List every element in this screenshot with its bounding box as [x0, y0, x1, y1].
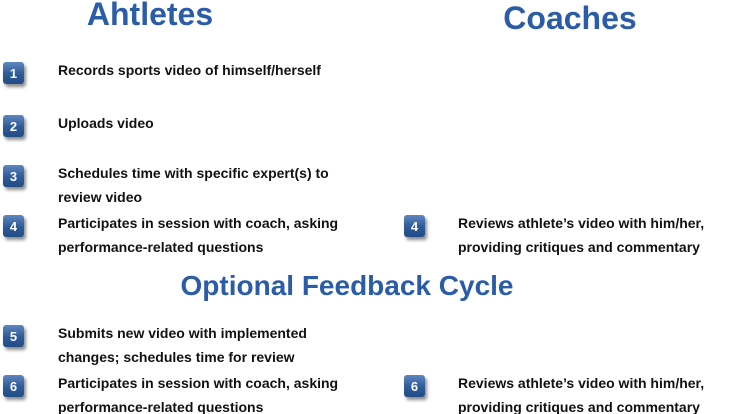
athlete-step-text: Participates in session with coach, aski…	[58, 371, 338, 414]
step-line: performance-related questions	[58, 239, 264, 255]
athlete-step-text: Participates in session with coach, aski…	[58, 211, 338, 259]
athlete-step-text: Submits new video with implemented change…	[58, 321, 307, 369]
feedback-cycle-header: Optional Feedback Cycle	[180, 270, 514, 301]
athlete-step-badge: 1	[3, 62, 24, 84]
athletes-header: Ahtletes	[86, 0, 214, 32]
step-line: providing critiques and commentary	[458, 239, 700, 255]
athlete-step-badge: 6	[3, 375, 24, 397]
athlete-step-badge: 2	[3, 115, 24, 137]
coach-step-text: Reviews athlete’s video with him/her, pro…	[458, 211, 704, 259]
athlete-step-text: Uploads video	[58, 111, 154, 135]
coach-step-badge: 4	[404, 215, 425, 237]
step-line: Participates in session with coach, aski…	[58, 375, 339, 391]
step-line: Reviews athlete’s video with him/her,	[458, 375, 705, 391]
step-line: Schedules time with specific expert(s) t…	[58, 165, 329, 181]
step-line: Reviews athlete’s video with him/her,	[458, 215, 705, 231]
athlete-step-badge: 3	[3, 165, 24, 187]
step-line: Participates in session with coach, aski…	[58, 215, 339, 231]
coach-step-text: Reviews athlete’s video with him/her, pro…	[458, 371, 704, 414]
step-line: Submits new video with implemented	[58, 325, 307, 341]
coaches-header: Coaches	[503, 0, 637, 36]
step-line: Records sports video of himself/herself	[58, 62, 321, 78]
step-line: providing critiques and commentary	[458, 399, 700, 414]
athlete-step-badge: 4	[3, 215, 24, 237]
step-line: performance-related questions	[58, 399, 264, 414]
athlete-step-badge: 5	[3, 325, 24, 347]
step-line: review video	[58, 189, 143, 205]
coach-step-badge: 6	[404, 375, 425, 397]
step-line: Uploads video	[58, 115, 154, 131]
athlete-step-text: Schedules time with specific expert(s) t…	[58, 161, 329, 209]
athlete-step-text: Records sports video of himself/herself	[58, 58, 321, 82]
step-line: changes; schedules time for review	[58, 349, 295, 365]
